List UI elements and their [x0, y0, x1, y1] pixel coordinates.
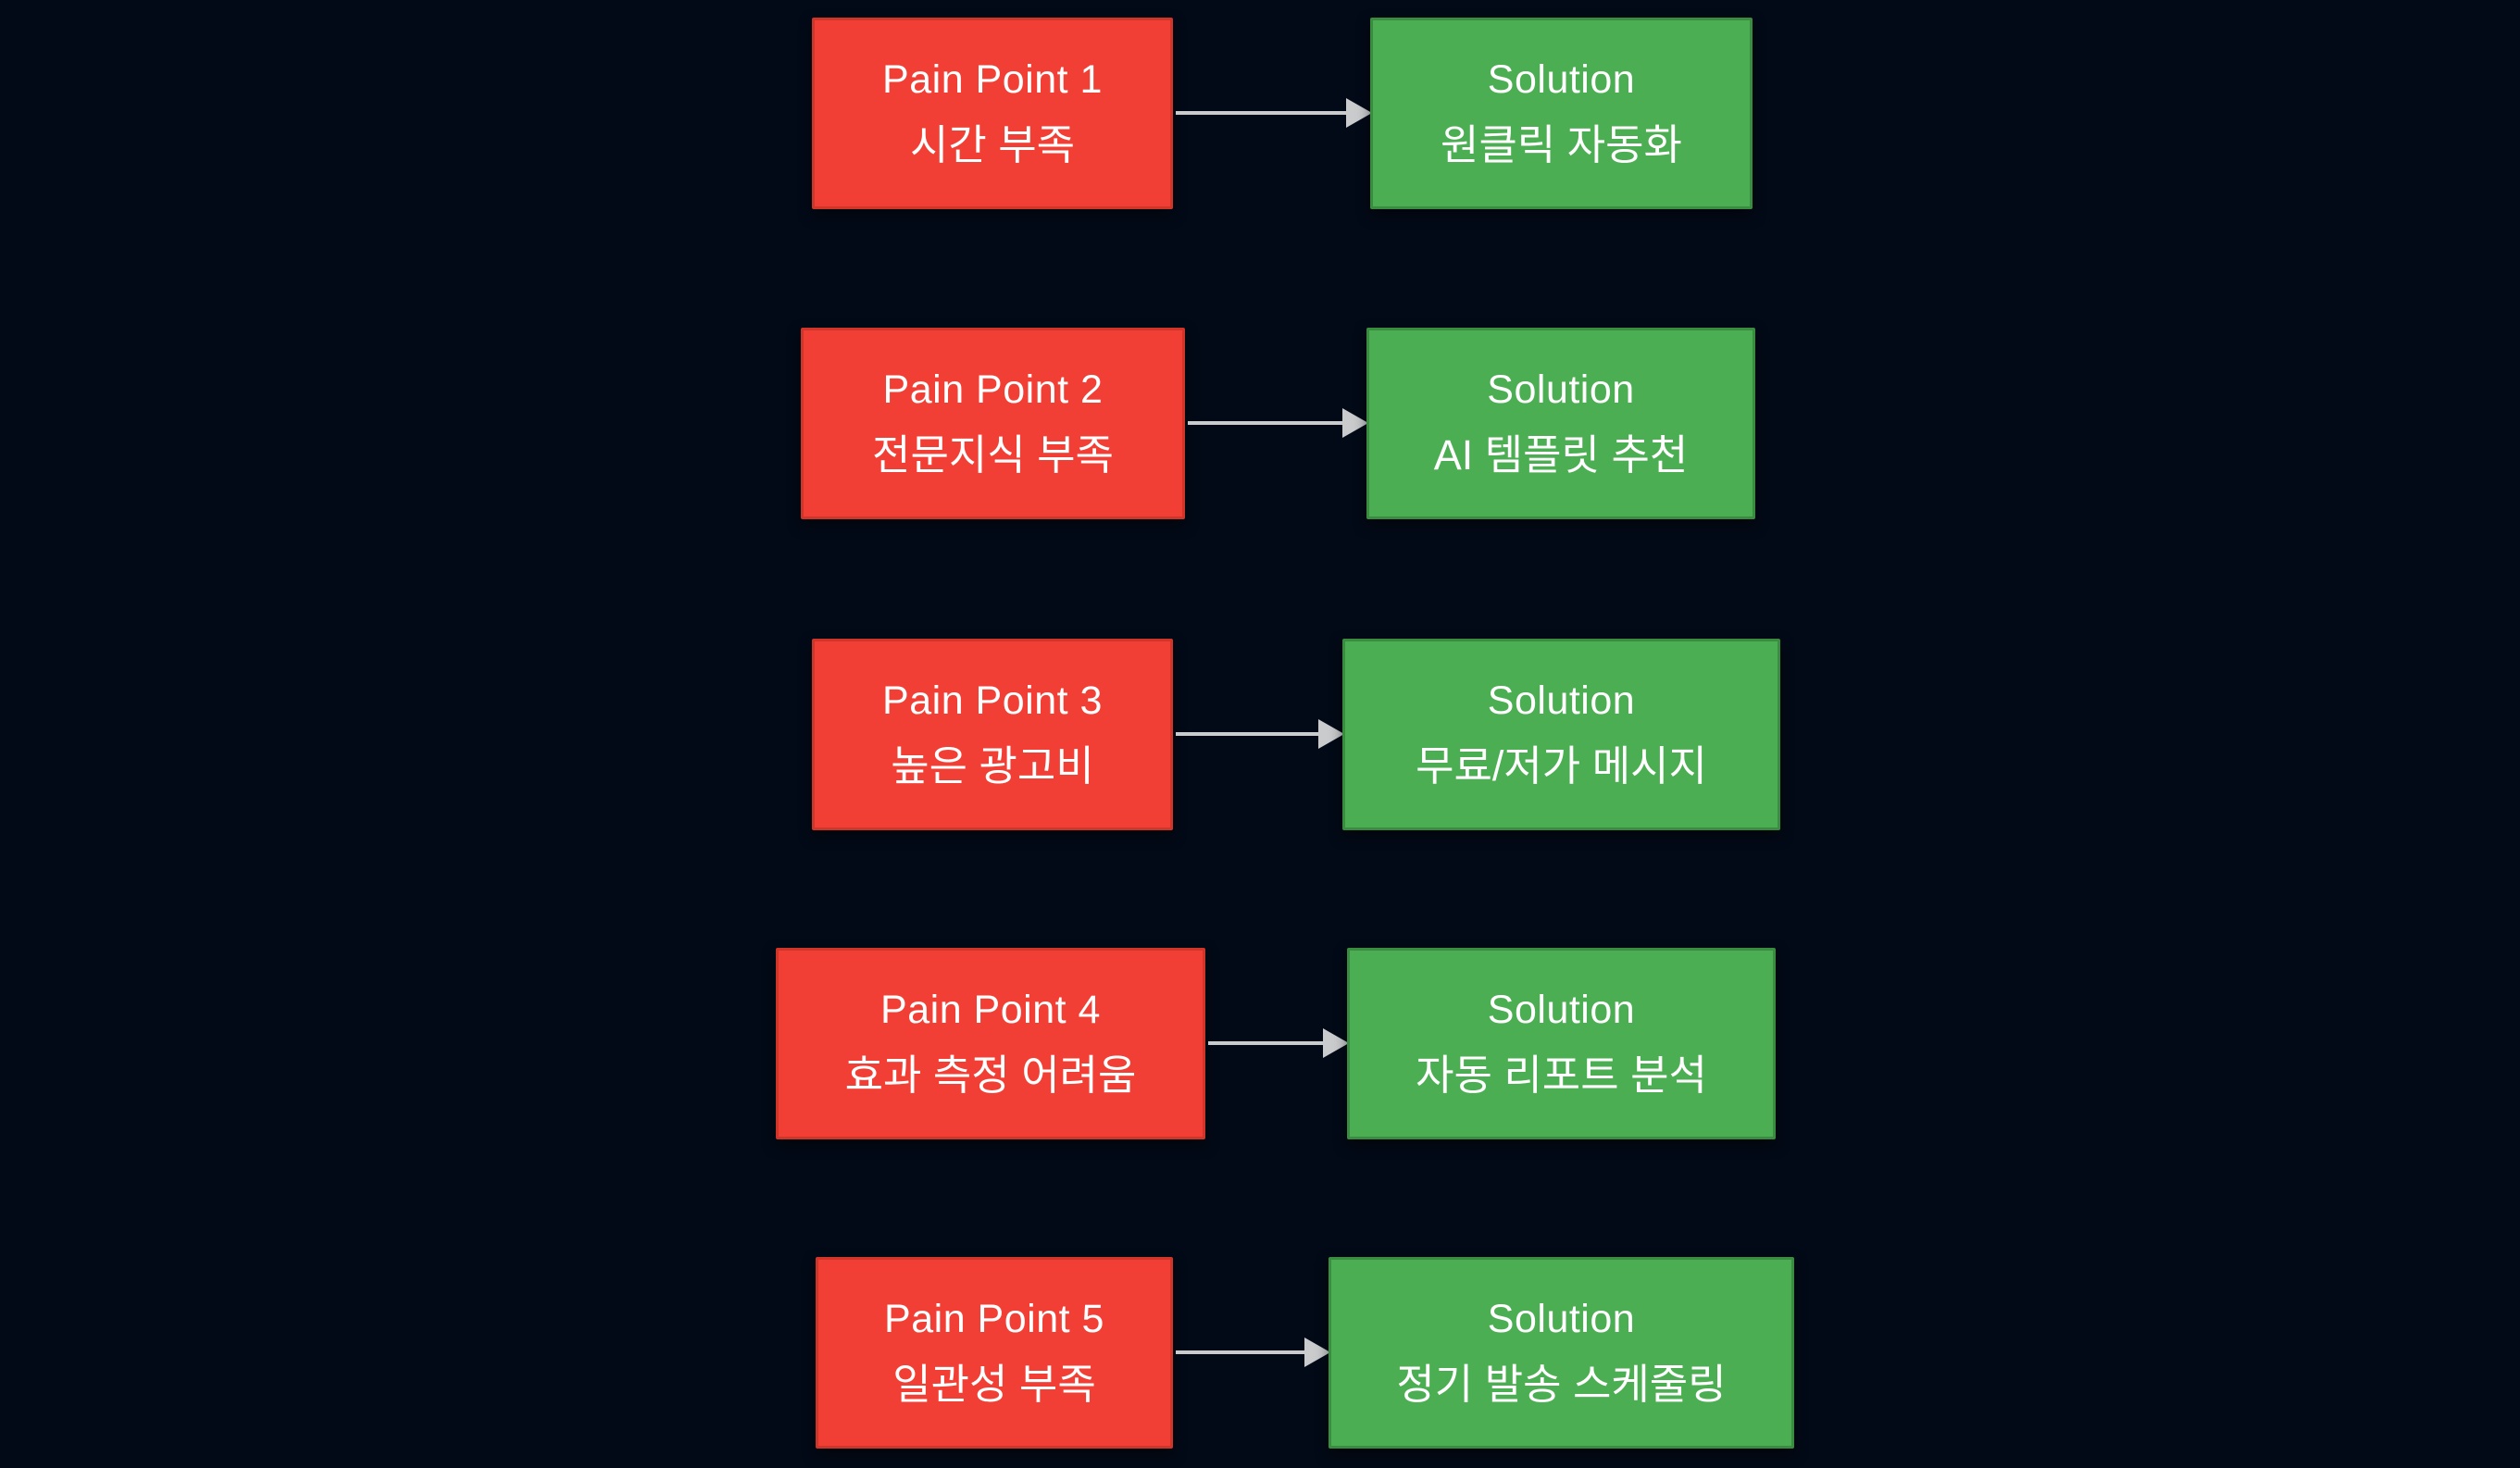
pain-point-box: Pain Point 1 시간 부족	[812, 18, 1173, 209]
solution-box: Solution 원클릭 자동화	[1370, 18, 1753, 209]
pain-point-title: Pain Point 1	[882, 56, 1103, 102]
solution-subtitle: 원클릭 자동화	[1441, 121, 1682, 169]
solution-title: Solution	[1487, 367, 1635, 412]
solution-box: Solution 자동 리포트 분석	[1347, 948, 1776, 1139]
solution-subtitle: 무료/저가 메시지	[1416, 742, 1707, 790]
pain-point-box: Pain Point 2 전문지식 부족	[801, 328, 1185, 519]
pain-point-subtitle: 효과 측정 어려움	[844, 1051, 1137, 1100]
arrow-line	[1188, 421, 1346, 425]
pain-point-box: Pain Point 5 일관성 부족	[816, 1257, 1173, 1449]
arrow-head-icon	[1304, 1337, 1330, 1367]
arrow-head-icon	[1342, 408, 1368, 438]
solution-subtitle: 정기 발송 스케줄링	[1396, 1361, 1727, 1409]
pain-point-subtitle: 전문지식 부족	[872, 431, 1114, 479]
arrow-head-icon	[1323, 1028, 1349, 1058]
solution-title: Solution	[1487, 1296, 1636, 1341]
pain-point-subtitle: 시간 부족	[909, 121, 1076, 169]
solution-box: Solution 정기 발송 스케줄링	[1329, 1257, 1794, 1449]
solution-subtitle: AI 템플릿 추천	[1433, 431, 1689, 479]
pain-point-box: Pain Point 3 높은 광고비	[812, 639, 1173, 830]
pain-point-subtitle: 높은 광고비	[891, 742, 1094, 790]
solution-box: Solution 무료/저가 메시지	[1342, 639, 1780, 830]
pain-point-title: Pain Point 4	[880, 987, 1101, 1032]
arrow-head-icon	[1346, 98, 1372, 128]
solution-box: Solution AI 템플릿 추천	[1366, 328, 1755, 519]
pain-point-title: Pain Point 5	[884, 1296, 1104, 1341]
solution-subtitle: 자동 리포트 분석	[1416, 1051, 1707, 1100]
pain-point-box: Pain Point 4 효과 측정 어려움	[776, 948, 1205, 1139]
solution-title: Solution	[1487, 56, 1636, 102]
pain-point-title: Pain Point 2	[882, 367, 1104, 412]
solution-title: Solution	[1487, 678, 1636, 723]
arrow-head-icon	[1318, 719, 1344, 749]
arrow-line	[1176, 1350, 1308, 1354]
pain-point-title: Pain Point 3	[882, 678, 1103, 723]
pain-point-subtitle: 일관성 부족	[892, 1361, 1096, 1409]
arrow-line	[1176, 732, 1322, 736]
solution-title: Solution	[1487, 987, 1636, 1032]
arrow-line	[1208, 1041, 1327, 1045]
arrow-line	[1176, 111, 1350, 115]
